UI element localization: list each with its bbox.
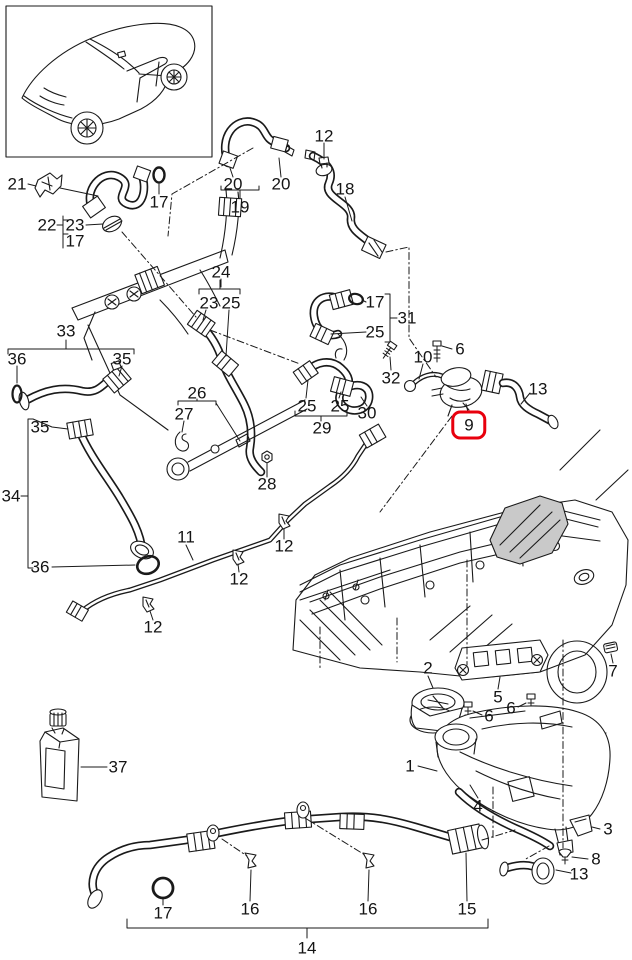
oring-17-top [152, 166, 166, 184]
bracket-27 [174, 431, 190, 452]
hose-29-30 [292, 348, 374, 415]
callout-37[interactable]: 37 [108, 757, 128, 777]
nut-28 [261, 450, 273, 464]
callout-5[interactable]: 5 [493, 687, 503, 707]
hose-34 [66, 418, 154, 560]
callout-17-b[interactable]: 17 [65, 231, 85, 251]
callout-17-a[interactable]: 17 [149, 192, 169, 212]
screw-32 [382, 340, 398, 359]
expansion-tank-1 [434, 705, 611, 856]
callout-27[interactable]: 27 [174, 404, 194, 424]
hose-4 [454, 787, 555, 851]
callout-31[interactable]: 31 [397, 308, 417, 328]
callout-29[interactable]: 29 [312, 418, 332, 438]
callout-25-a[interactable]: 25 [221, 293, 241, 313]
callout-3[interactable]: 3 [603, 819, 613, 839]
callout-35-b[interactable]: 35 [30, 417, 50, 437]
callout-13-a[interactable]: 13 [528, 379, 548, 399]
hose-21 [82, 165, 152, 219]
pin-8 [558, 848, 572, 865]
callout-33[interactable]: 33 [56, 321, 76, 341]
callout-24[interactable]: 24 [211, 262, 231, 282]
callout-4[interactable]: 4 [473, 796, 483, 816]
callout-8[interactable]: 8 [591, 849, 601, 869]
oring-36-bottom [135, 554, 161, 576]
callout-2[interactable]: 2 [423, 658, 433, 678]
pipe-26 [166, 399, 308, 481]
callout-10[interactable]: 10 [413, 347, 433, 367]
callout-12-a[interactable]: 12 [314, 126, 334, 146]
clamp-12-top [315, 156, 333, 177]
callout-30[interactable]: 30 [357, 403, 377, 423]
hose-19-20 [218, 117, 295, 169]
callout-7[interactable]: 7 [608, 661, 618, 681]
callout-22[interactable]: 22 [37, 215, 57, 235]
bracket-5 [454, 639, 549, 681]
callout-12-c[interactable]: 12 [229, 569, 249, 589]
screw-6-top [432, 340, 442, 363]
callout-32[interactable]: 32 [381, 368, 401, 388]
clip-7 [603, 641, 619, 654]
clip-12-a [278, 513, 291, 530]
callout-25-c[interactable]: 25 [330, 396, 350, 416]
clip-21 [34, 172, 63, 198]
clamp-25-mid [309, 322, 335, 346]
oring-17-bottom [151, 876, 175, 900]
clip-16-a [244, 852, 257, 869]
clamp-23-top [102, 215, 123, 233]
callout-12-b[interactable]: 12 [274, 536, 294, 556]
engine-front-frame [71, 189, 243, 431]
callout-11[interactable]: 11 [177, 527, 195, 547]
bottle-37 [39, 708, 80, 802]
valve-9 [431, 367, 504, 417]
hose-13-upper [498, 378, 559, 430]
callout-17-d[interactable]: 17 [153, 903, 173, 923]
callout-23-a[interactable]: 23 [65, 215, 85, 235]
hose-18 [304, 149, 387, 260]
clip-12-c [142, 596, 155, 613]
leader-lines [16, 142, 614, 906]
callout-6-a[interactable]: 6 [455, 339, 465, 359]
callout-23-b[interactable]: 23 [199, 293, 219, 313]
callout-13-b[interactable]: 13 [569, 864, 589, 884]
clip-12-b [232, 549, 245, 566]
callout-34[interactable]: 34 [1, 486, 21, 506]
callout-1[interactable]: 1 [405, 756, 415, 776]
hose-33 [18, 360, 132, 411]
callout-36-b[interactable]: 36 [30, 557, 50, 577]
pipe-10 [403, 371, 445, 393]
callout-16-a[interactable]: 16 [240, 899, 260, 919]
install-centerlines [121, 147, 564, 861]
clip-16-b [362, 852, 375, 869]
callout-25-b[interactable]: 25 [297, 396, 317, 416]
callout-18[interactable]: 18 [335, 179, 355, 199]
callout-25-d[interactable]: 25 [365, 322, 385, 342]
callout-15[interactable]: 15 [457, 899, 477, 919]
callout-17-c[interactable]: 17 [365, 292, 385, 312]
callout-16-b[interactable]: 16 [358, 899, 378, 919]
callout-6-c[interactable]: 6 [506, 698, 516, 718]
vehicle-thumbnail [5, 5, 213, 158]
callout-20-b[interactable]: 20 [271, 174, 291, 194]
callout-19[interactable]: 19 [230, 197, 250, 217]
callout-21[interactable]: 21 [7, 174, 27, 194]
group-brackets [7, 185, 489, 939]
callout-14[interactable]: 14 [297, 938, 317, 958]
callout-9-highlighted[interactable]: 9 [451, 410, 487, 440]
elbow-13-lower [499, 857, 555, 885]
hose-14 [87, 801, 490, 909]
callout-20-a[interactable]: 20 [223, 174, 243, 194]
pipe-11 [65, 423, 387, 622]
callout-6-b[interactable]: 6 [484, 706, 494, 726]
callout-36-a[interactable]: 36 [7, 349, 27, 369]
bracket-3 [569, 814, 593, 837]
callout-35-a[interactable]: 35 [112, 349, 132, 369]
callout-26[interactable]: 26 [187, 383, 207, 403]
callout-28[interactable]: 28 [257, 474, 277, 494]
callout-12-d[interactable]: 12 [143, 617, 163, 637]
oring-36-top [11, 384, 23, 404]
